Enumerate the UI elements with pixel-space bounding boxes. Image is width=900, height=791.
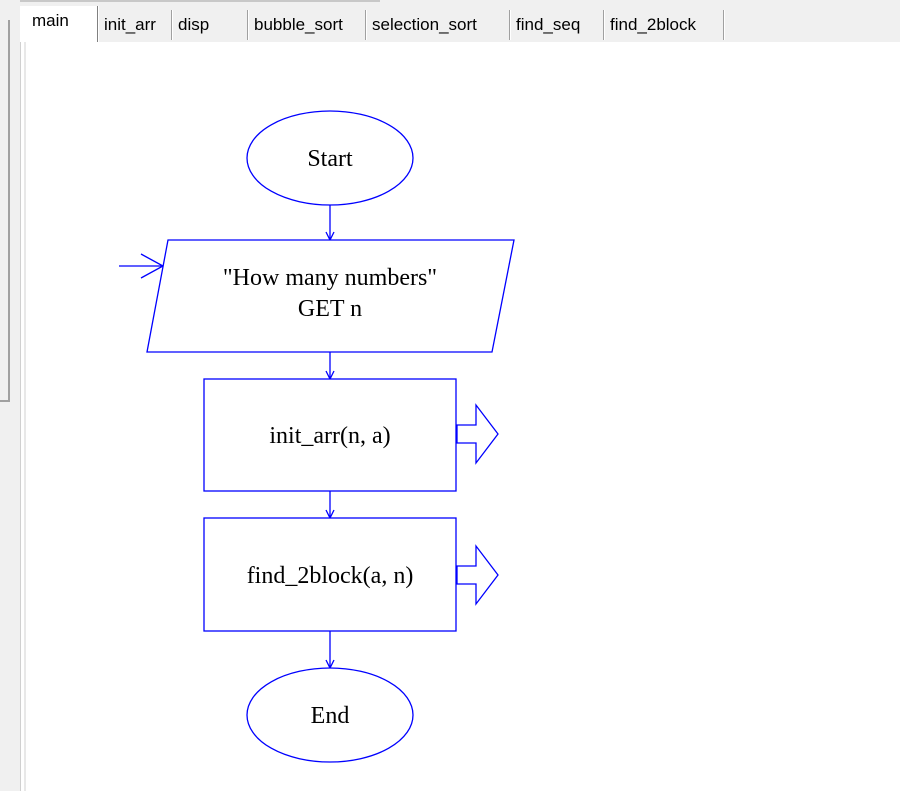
call-arrow-icon [456, 544, 499, 606]
end-label: End [311, 703, 350, 729]
top-edge-strip [0, 0, 380, 3]
input-prompt-label: "How many numbers" [223, 265, 437, 291]
tab-init-arr[interactable]: init_arr [100, 10, 172, 40]
call-find-2block-label: find_2block(a, n) [247, 563, 414, 589]
left-panel-divider [0, 400, 10, 402]
tab-find-seq[interactable]: find_seq [512, 10, 604, 40]
start-terminal[interactable] [246, 110, 414, 206]
input-get-label: GET n [298, 296, 362, 322]
tab-find-2block[interactable]: find_2block [606, 10, 724, 40]
call-arrow-icon [456, 403, 499, 465]
flowchart-canvas[interactable] [20, 42, 900, 791]
call-block-find-2block[interactable] [203, 517, 457, 632]
tab-main[interactable]: main [20, 6, 98, 44]
tab-disp[interactable]: disp [174, 10, 248, 40]
canvas-left-edge [24, 42, 26, 791]
input-output-block[interactable] [146, 239, 515, 353]
start-label: Start [307, 146, 353, 172]
tab-selection-sort[interactable]: selection_sort [368, 10, 510, 40]
tab-bar: main init_arr disp bubble_sort selection… [20, 2, 900, 44]
left-panel-splitter[interactable] [8, 20, 10, 400]
left-panel-edge [0, 0, 20, 791]
call-block-init-arr[interactable] [203, 378, 457, 492]
tab-bubble-sort[interactable]: bubble_sort [250, 10, 366, 40]
end-terminal[interactable] [246, 667, 414, 763]
call-init-arr-label: init_arr(n, a) [269, 423, 390, 449]
